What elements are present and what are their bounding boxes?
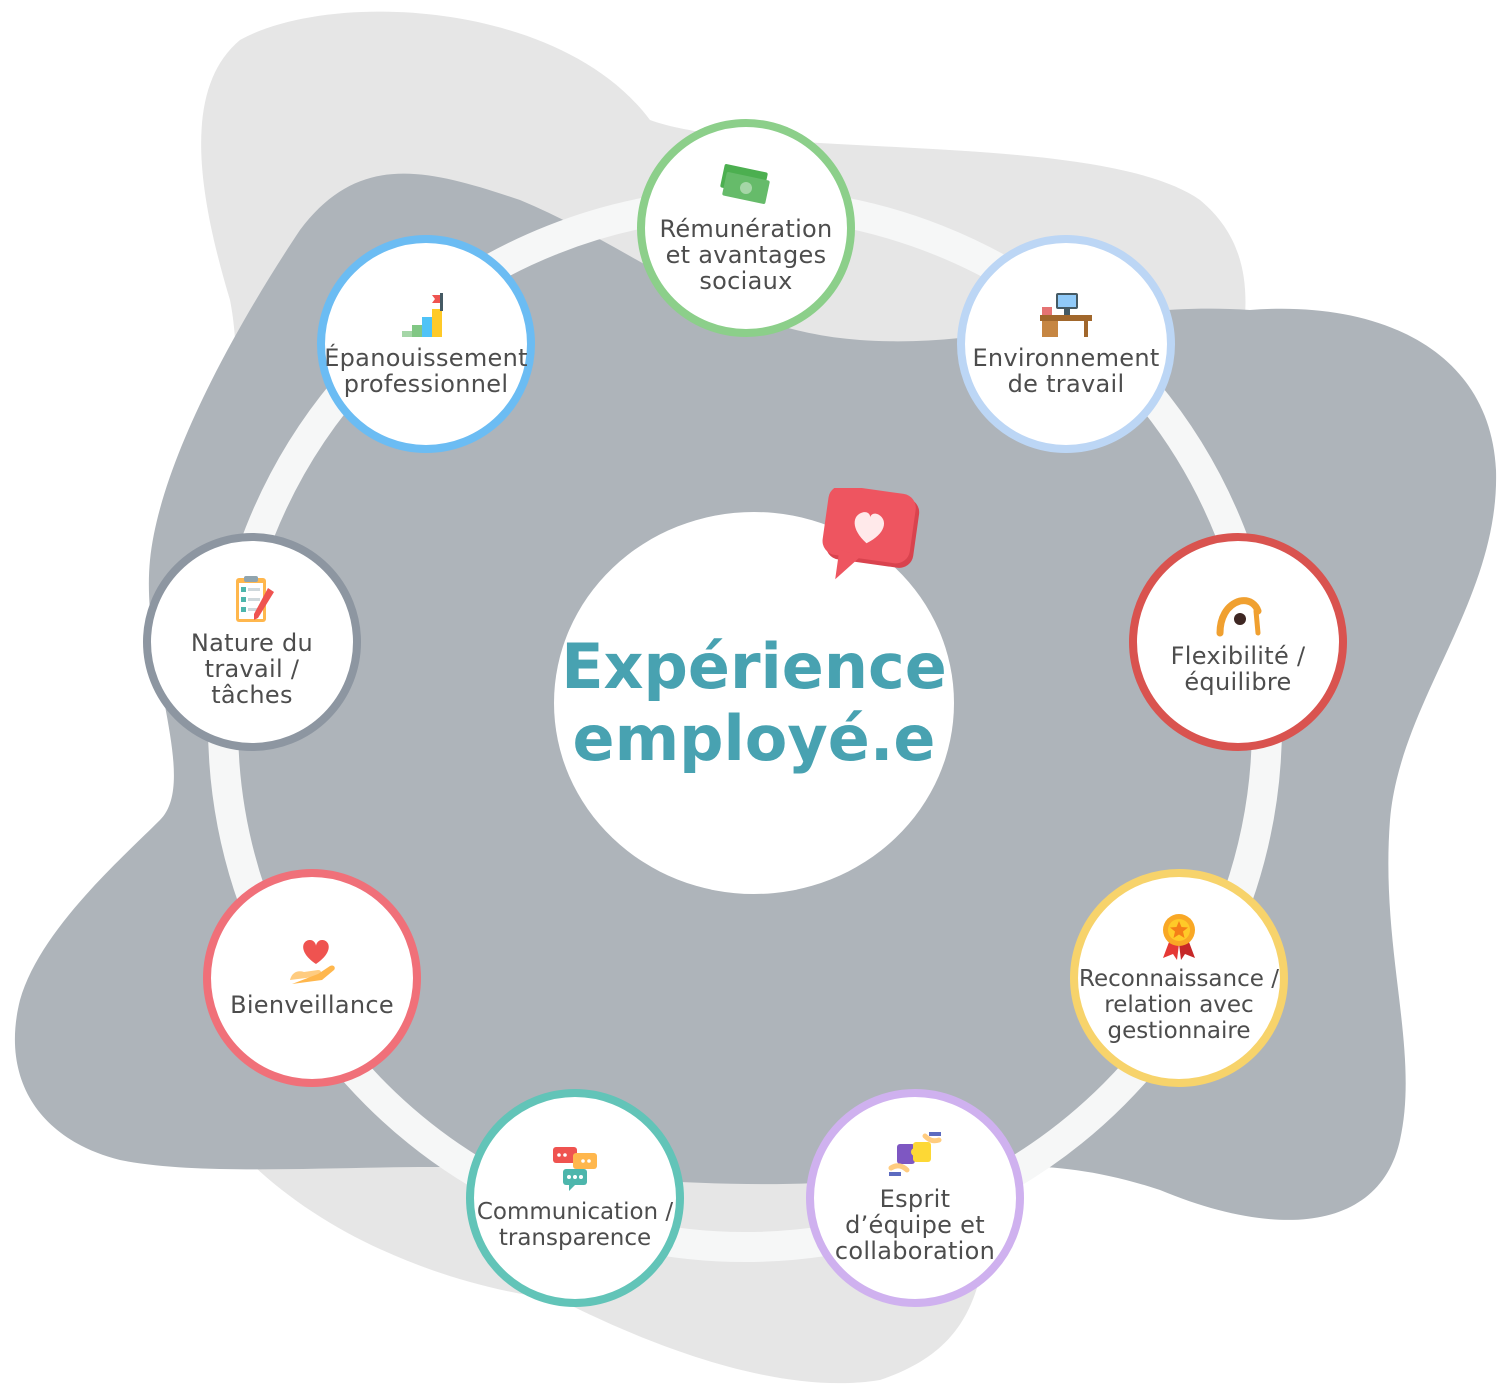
node-label: Reconnaissance / relation avec gestionna… bbox=[1079, 966, 1279, 1044]
node-communication: Communication / transparence bbox=[466, 1089, 684, 1307]
node-flexibilite: Flexibilité / équilibre bbox=[1129, 533, 1347, 751]
node-label: Bienveillance bbox=[230, 991, 394, 1019]
node-epanouissement: Épanouissement professionnel bbox=[317, 235, 535, 453]
checklist-icon bbox=[236, 576, 274, 622]
node-label: Environnement de travail bbox=[972, 344, 1160, 398]
node-label: Nature du travail / tâches bbox=[190, 629, 314, 709]
node-bienveillance: Bienveillance bbox=[203, 869, 421, 1087]
node-label: Communication / transparence bbox=[476, 1199, 674, 1251]
chat-bubbles-icon bbox=[553, 1147, 597, 1191]
medal-icon bbox=[1163, 914, 1195, 960]
puzzle-icon bbox=[888, 1132, 942, 1176]
node-nature: Nature du travail / tâches bbox=[143, 533, 361, 751]
desk-icon bbox=[1040, 293, 1092, 337]
center-title: Expérience employé.e bbox=[561, 631, 947, 775]
node-reconnaissance: Reconnaissance / relation avec gestionna… bbox=[1070, 869, 1288, 1087]
node-label: Esprit d’équipe et collaboration bbox=[834, 1185, 996, 1265]
center-title-line2: employé.e bbox=[572, 702, 936, 775]
heart-speech-bubble-icon bbox=[822, 488, 920, 580]
node-label: Épanouissement professionnel bbox=[324, 344, 528, 398]
node-label: Rémunération et avantages sociaux bbox=[659, 215, 833, 295]
center-circle: Expérience employé.e bbox=[554, 512, 954, 894]
node-remuneration: Rémunération et avantages sociaux bbox=[637, 119, 855, 337]
center-title-line1: Expérience bbox=[561, 630, 947, 703]
node-esprit: Esprit d’équipe et collaboration bbox=[806, 1089, 1024, 1307]
money-icon bbox=[720, 164, 770, 204]
stairs-flag-icon bbox=[402, 293, 443, 337]
node-environnement: Environnement de travail bbox=[957, 235, 1175, 453]
node-label: Flexibilité / équilibre bbox=[1170, 642, 1306, 696]
heart-hand-icon bbox=[290, 940, 335, 984]
yoga-icon bbox=[1216, 597, 1262, 637]
